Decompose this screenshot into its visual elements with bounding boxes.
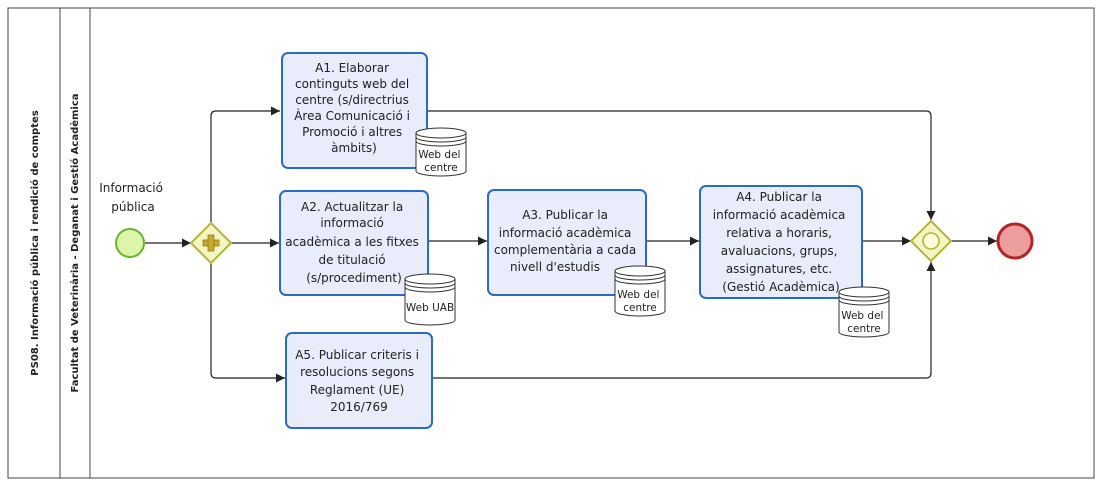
task-a4-label: A4. Publicar la informació acadèmica rel… [713,190,849,294]
data-store-web-centre-4[interactable]: Web del centre [838,286,890,338]
database-icon [415,127,467,177]
task-a1-line-2: continguts web del [295,77,409,91]
flow-a5-to-join[interactable] [432,262,936,379]
inclusive-gateway[interactable] [909,219,953,263]
task-a2-line-2: informació [320,216,384,230]
task-a4-line-4: avaluacions, grups, [721,244,838,258]
task-a1-line-1: A1. Elaborar [315,61,389,75]
task-a1-line-5: Promoció i altres [302,125,402,139]
sequence-flows [144,106,997,383]
data-store-4-line-2: centre [847,323,881,335]
task-a4-line-3: relativa a horaris, [726,226,832,240]
data-store-4-label: Web del centre [841,310,887,335]
data-store-1-label: Web del centre [418,149,464,174]
end-event[interactable] [996,222,1034,260]
task-a1-line-3: centre (s/directrius [295,93,409,107]
data-store-4-line-1: Web del [841,310,883,322]
task-a3[interactable]: A3. Publicar la informació acadèmica com… [487,189,647,296]
data-store-web-uab[interactable]: Web UAB [404,273,456,326]
task-a2-line-4: de titulació [319,253,386,267]
data-store-web-centre-1[interactable]: Web del centre [415,127,467,177]
database-icon [838,286,890,338]
task-a2-line-3: acadèmica a les fitxes [285,235,419,249]
parallel-gateway[interactable] [189,221,233,265]
task-a2-label: A2. Actualitzar la informació acadèmica … [285,200,423,285]
task-a2[interactable]: A2. Actualitzar la informació acadèmica … [279,190,429,296]
circle-icon [922,232,940,250]
data-store-1-line-2: centre [424,162,458,174]
task-a5-label: A5. Publicar criteris i resolucions sego… [295,348,423,414]
task-a1-line-4: Àrea Comunicació i [294,108,410,123]
data-store-web-centre-3[interactable]: Web del centre [614,265,666,317]
data-store-3-line-1: Web del [617,289,659,301]
task-a4[interactable]: A4. Publicar la informació acadèmica rel… [699,185,863,299]
data-store-1-line-1: Web del [418,149,460,161]
task-a1-line-6: àmbits) [331,141,377,155]
data-store-3-line-2: centre [623,302,657,314]
database-icon [404,273,456,326]
database-icon [614,265,666,317]
task-a5-line-2: resolucions segons [300,365,414,379]
plus-icon [202,234,220,252]
task-a3-label: A3. Publicar la informació acadèmica com… [494,208,640,274]
task-a4-line-5: assignatures, etc. [726,262,833,276]
start-event-label: Informació pública [99,181,167,214]
start-event[interactable] [115,228,145,258]
data-store-2-label: Web UAB [406,302,454,314]
task-a3-line-4: nivell d'estudis [510,260,600,274]
task-a4-line-1: A4. Publicar la [736,190,822,204]
pool-title: PS08. Informació pública i rendició de c… [29,110,41,375]
task-a3-line-2: informació acadèmica [499,226,632,240]
task-a5-line-4: 2016/769 [330,400,388,414]
lane-title: Facultat de Veterinària - Deganat i Gest… [69,93,81,392]
start-label-line-1: Informació [99,181,163,195]
task-a2-line-5: (s/procediment) [306,271,402,285]
task-a5-line-1: A5. Publicar criteris i [295,348,419,362]
flow-split-to-a5[interactable] [210,263,285,383]
data-store-2-line-1: Web UAB [406,302,454,314]
task-a1[interactable]: A1. Elaborar continguts web del centre (… [281,52,428,169]
data-store-3-label: Web del centre [617,289,663,314]
task-a1-label: A1. Elaborar continguts web del centre (… [294,61,414,155]
task-a3-line-3: complementària a cada [494,243,636,257]
task-a4-line-6: (Gestió Acadèmica) [722,280,839,294]
task-a2-line-1: A2. Actualitzar la [301,200,403,214]
task-a4-line-2: informació acadèmica [713,208,846,222]
flow-a1-to-join[interactable] [427,110,936,220]
task-a3-line-1: A3. Publicar la [522,208,608,222]
task-a5-line-3: Reglament (UE) [310,383,404,397]
task-a5[interactable]: A5. Publicar criteris i resolucions sego… [285,332,433,429]
start-label-line-2: pública [111,200,154,214]
flow-split-to-a1[interactable] [210,106,280,223]
